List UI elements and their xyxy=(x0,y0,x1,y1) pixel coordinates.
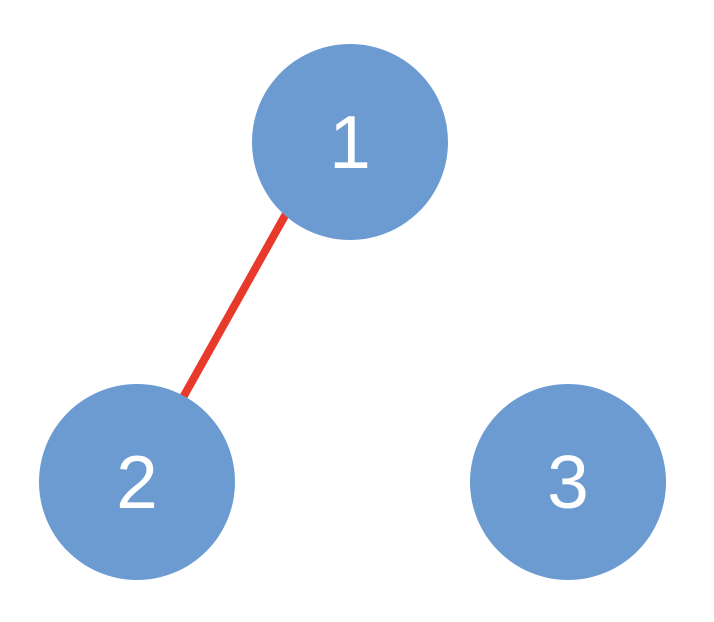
graph-node-1[interactable]: 1 xyxy=(252,44,448,240)
node-2-label: 2 xyxy=(116,439,158,524)
node-1-label: 1 xyxy=(329,99,371,184)
graph-node-3[interactable]: 3 xyxy=(470,384,666,580)
graph-node-2[interactable]: 2 xyxy=(39,384,235,580)
node-3-label: 3 xyxy=(547,439,589,524)
edge-node1-node2[interactable] xyxy=(177,210,291,403)
